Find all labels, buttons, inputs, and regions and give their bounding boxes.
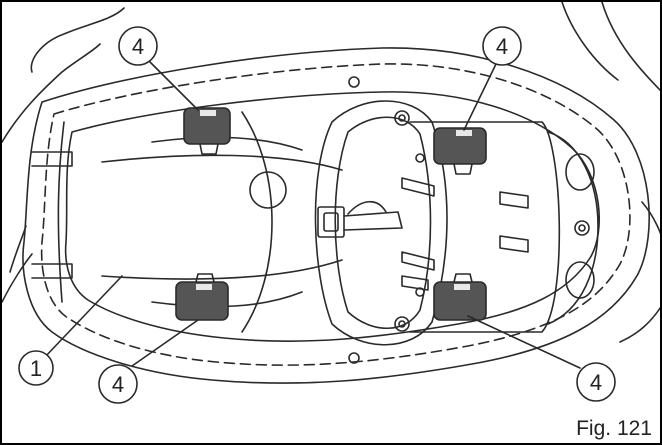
seat-front-hooks (31, 121, 73, 303)
rubber-pad-top-left (183, 107, 231, 155)
right-hand-outline (561, 2, 660, 343)
callout-4-bottom-right-label: 4 (590, 370, 602, 395)
slots (401, 177, 529, 291)
screws (348, 76, 590, 364)
leader-line-4-top-left (149, 61, 199, 111)
latch-hook (317, 200, 403, 238)
callout-1-label: 1 (30, 356, 42, 381)
leader-line-4-bottom-left (131, 319, 199, 367)
left-hand-outline (2, 7, 125, 303)
seat-shell-rim (40, 63, 631, 366)
callout-4-top-left-label: 4 (132, 34, 144, 59)
callout-4-bottom-right: 4 (576, 362, 616, 402)
rubber-pad-top-right (433, 127, 487, 175)
callout-1: 1 (18, 350, 54, 386)
callout-4-top-right: 4 (482, 26, 522, 66)
leader-line-4-bottom-right (467, 315, 581, 369)
figure-caption: Fig. 121 (576, 417, 652, 440)
leader-line-4-top-right (463, 63, 497, 131)
rubber-pad-bottom-right (433, 273, 487, 321)
seat-inner-floor (64, 91, 600, 342)
leader-line-1 (43, 275, 123, 359)
callout-4-bottom-left-label: 4 (112, 372, 124, 397)
rubber-pad-bottom-left (175, 273, 229, 321)
callout-4-bottom-left: 4 (98, 364, 138, 404)
center-hole (249, 171, 287, 209)
callout-4-top-right-label: 4 (496, 34, 508, 59)
seat-shell-outer (22, 47, 651, 384)
callout-4-top-left: 4 (118, 26, 158, 66)
